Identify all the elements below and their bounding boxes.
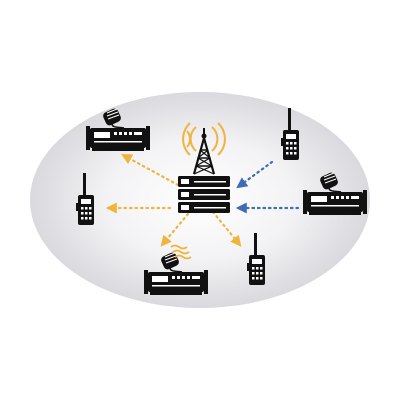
transmit-waves-icon: [170, 244, 192, 260]
repeater-stack-icon: [178, 176, 230, 213]
inbound-arrows: [235, 160, 300, 214]
arrow-to-mobile-radio-bottom: [160, 212, 190, 247]
radio-tower-icon: [182, 122, 226, 175]
outbound-arrows: [105, 153, 242, 247]
arrow-to-handheld-radio-bottom-right: [211, 210, 242, 247]
arrow-from-handheld-radio-top-right: [236, 160, 274, 189]
arrow-to-mobile-radio-top-left: [121, 153, 180, 187]
